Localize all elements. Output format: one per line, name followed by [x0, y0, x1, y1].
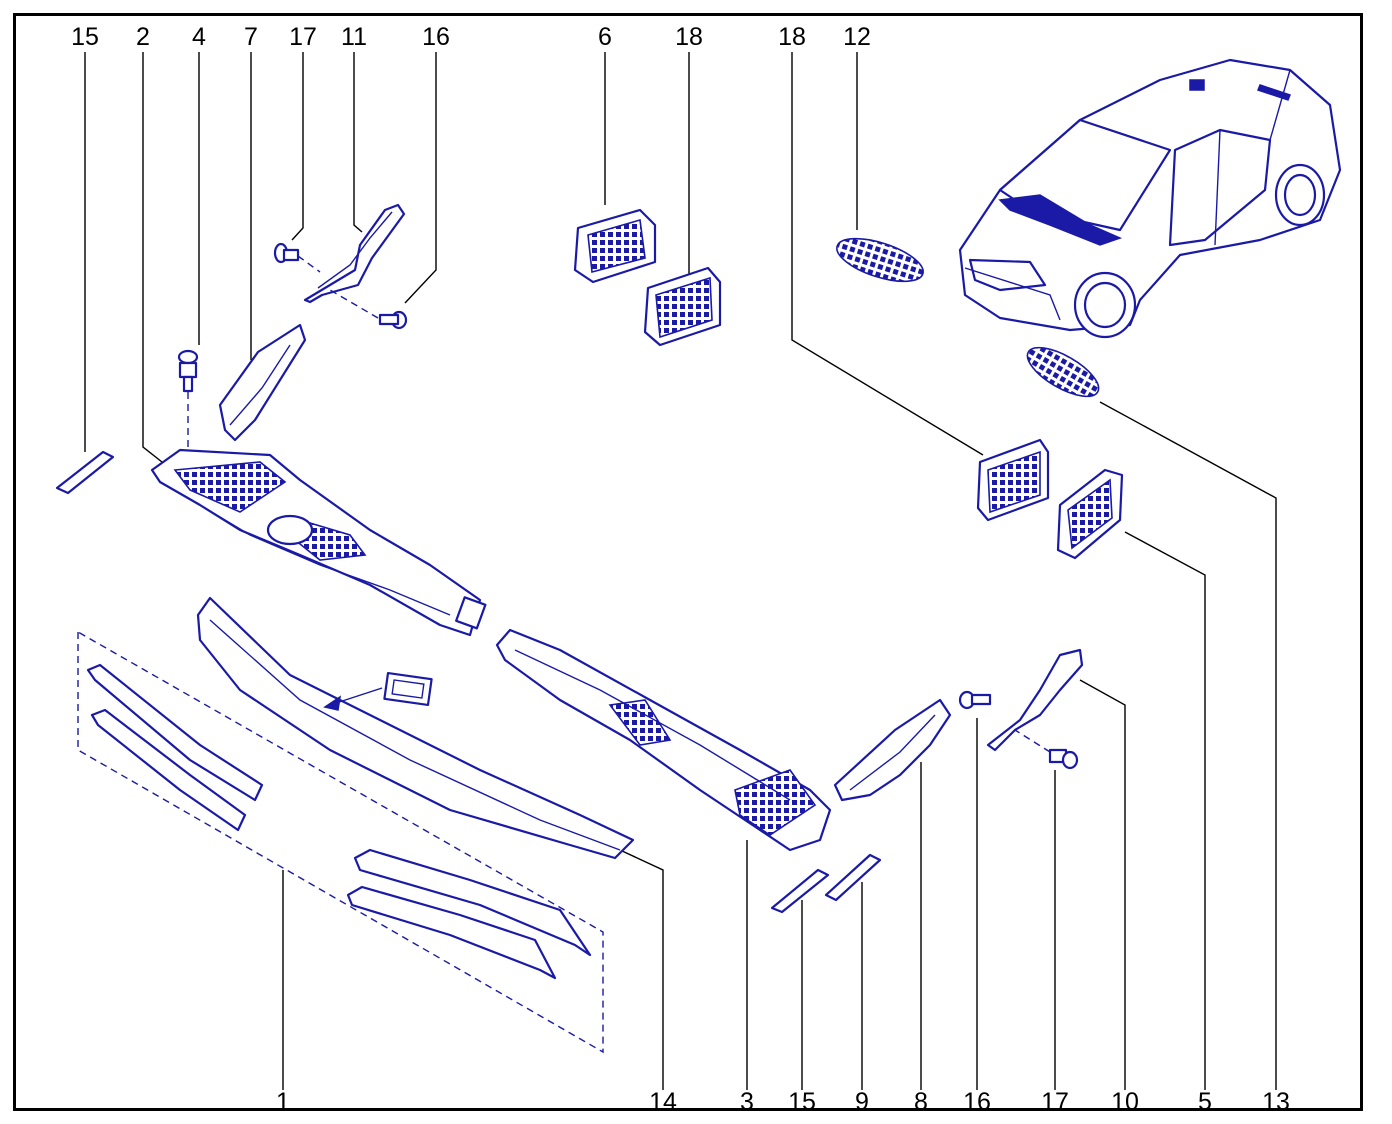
callout-label: 14: [649, 1088, 677, 1116]
callout-label: 18: [675, 23, 703, 51]
cowl-panel-3-right: [495, 628, 832, 852]
callout-label: 4: [192, 23, 206, 51]
vent-grille-6: [573, 208, 657, 284]
callout-label: 9: [855, 1088, 869, 1116]
callout-label: 6: [598, 23, 612, 51]
screw-17-top: [273, 242, 321, 273]
callout-label: 8: [914, 1088, 928, 1116]
callout-label: 2: [136, 23, 150, 51]
cowl-panel-2-left: [150, 448, 487, 637]
end-cap-7: [218, 323, 307, 442]
trim-strip-group-1: [77, 631, 604, 1054]
callout-label: 10: [1111, 1088, 1139, 1116]
callout-label: 15: [71, 23, 99, 51]
trim-strip-left-lower: [90, 708, 247, 832]
screw-17-right: [1014, 729, 1079, 770]
car-illustration: [958, 58, 1342, 339]
trim-strip-right-upper: [353, 848, 592, 957]
screw-16-top: [329, 289, 408, 330]
reference-tag: [323, 671, 433, 711]
bracket-10: [986, 648, 1084, 752]
trim-strip-left-upper: [86, 663, 264, 802]
hood-trim-14: [196, 596, 635, 860]
clip-4: [177, 349, 199, 455]
oval-grille-13: [1026, 346, 1100, 398]
vent-grille-18-top: [643, 266, 722, 347]
callout-label: 17: [1041, 1088, 1069, 1116]
trim-strip-right-lower: [346, 885, 557, 980]
end-cap-8: [833, 698, 952, 802]
callout-label: 11: [341, 23, 367, 51]
leader-lines: [84, 52, 1277, 1090]
callout-label: 1: [276, 1088, 290, 1116]
seal-strip-15-left: [55, 450, 115, 495]
callout-label: 12: [843, 23, 871, 51]
callout-label: 17: [289, 23, 317, 51]
callout-label: 7: [244, 23, 258, 51]
oval-grille-12: [836, 237, 924, 283]
callout-label: 16: [963, 1088, 991, 1116]
seal-strip-15-right: [770, 868, 830, 914]
bracket-11: [303, 203, 406, 304]
callout-label: 13: [1262, 1088, 1290, 1116]
callout-labels-top: 15 2 4 7 17 11 16 6 18 18 12: [71, 23, 871, 51]
callout-label: 16: [422, 23, 450, 51]
callout-label: 5: [1198, 1088, 1212, 1116]
callout-labels-bottom: 1 14 3 15 9 8 16 17 10 5 13: [276, 1088, 1290, 1116]
vent-grille-18-right: [976, 438, 1050, 522]
callout-label: 18: [778, 23, 806, 51]
callout-label: 15: [788, 1088, 816, 1116]
screw-16-right: [958, 690, 992, 710]
seal-strip-9: [824, 853, 882, 902]
vent-grille-5: [1056, 468, 1124, 560]
callout-label: 3: [740, 1088, 754, 1116]
